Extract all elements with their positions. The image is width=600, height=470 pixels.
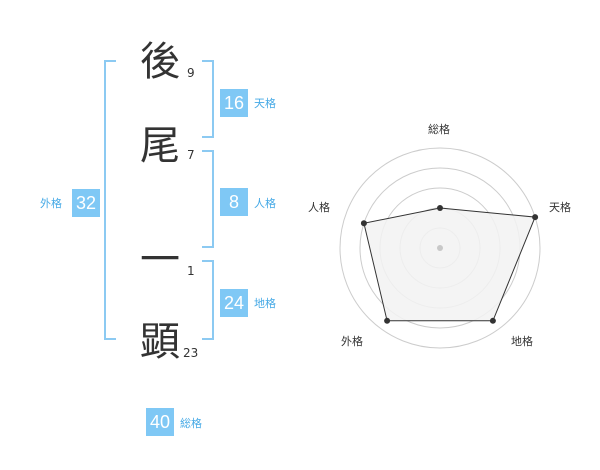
radar-label-soukaku: 総格 bbox=[428, 123, 450, 136]
soukaku-badge: 40 bbox=[146, 408, 174, 436]
radar-center-dot bbox=[437, 245, 443, 251]
chikaku-label: 地格 bbox=[254, 297, 276, 310]
jinkaku-badge: 8 bbox=[220, 188, 248, 216]
radar-points bbox=[360, 205, 539, 324]
chikaku-badge: 24 bbox=[220, 289, 248, 317]
radar-point-2 bbox=[489, 317, 496, 324]
radar-label-gaikaku: 外格 bbox=[341, 335, 363, 348]
stroke-count-3: 1 bbox=[187, 264, 195, 278]
radar-point-4 bbox=[360, 220, 367, 227]
radar-point-3 bbox=[384, 317, 391, 324]
name-char-3: 一 bbox=[140, 237, 180, 283]
name-char-2: 尾 bbox=[140, 123, 180, 169]
stroke-count-1: 9 bbox=[187, 66, 195, 80]
radar-score-polygon bbox=[363, 207, 536, 322]
soukaku-label: 総格 bbox=[180, 417, 202, 430]
gaikaku-badge: 32 bbox=[72, 189, 100, 217]
gaikaku-label: 外格 bbox=[40, 197, 62, 210]
radar-label-chikaku: 地格 bbox=[511, 335, 533, 348]
radar-label-jinkaku: 人格 bbox=[308, 201, 330, 214]
jinkaku-bracket bbox=[202, 150, 214, 248]
radar-ring-5 bbox=[339, 147, 541, 349]
tenkaku-label: 天格 bbox=[254, 97, 276, 110]
radar-label-tenkaku: 天格 bbox=[549, 201, 571, 214]
name-char-1: 後 bbox=[140, 39, 180, 85]
jinkaku-label: 人格 bbox=[254, 197, 276, 210]
gaikaku-bracket bbox=[104, 60, 116, 340]
radar-point-1 bbox=[532, 214, 539, 221]
stroke-count-4: 23 bbox=[183, 346, 199, 360]
radar-chart bbox=[339, 147, 541, 349]
chikaku-bracket bbox=[202, 260, 214, 340]
tenkaku-badge: 16 bbox=[220, 89, 248, 117]
name-char-4: 顕 bbox=[140, 319, 180, 365]
radar-point-0 bbox=[437, 205, 443, 211]
tenkaku-bracket bbox=[202, 60, 214, 138]
stroke-count-2: 7 bbox=[187, 148, 195, 162]
